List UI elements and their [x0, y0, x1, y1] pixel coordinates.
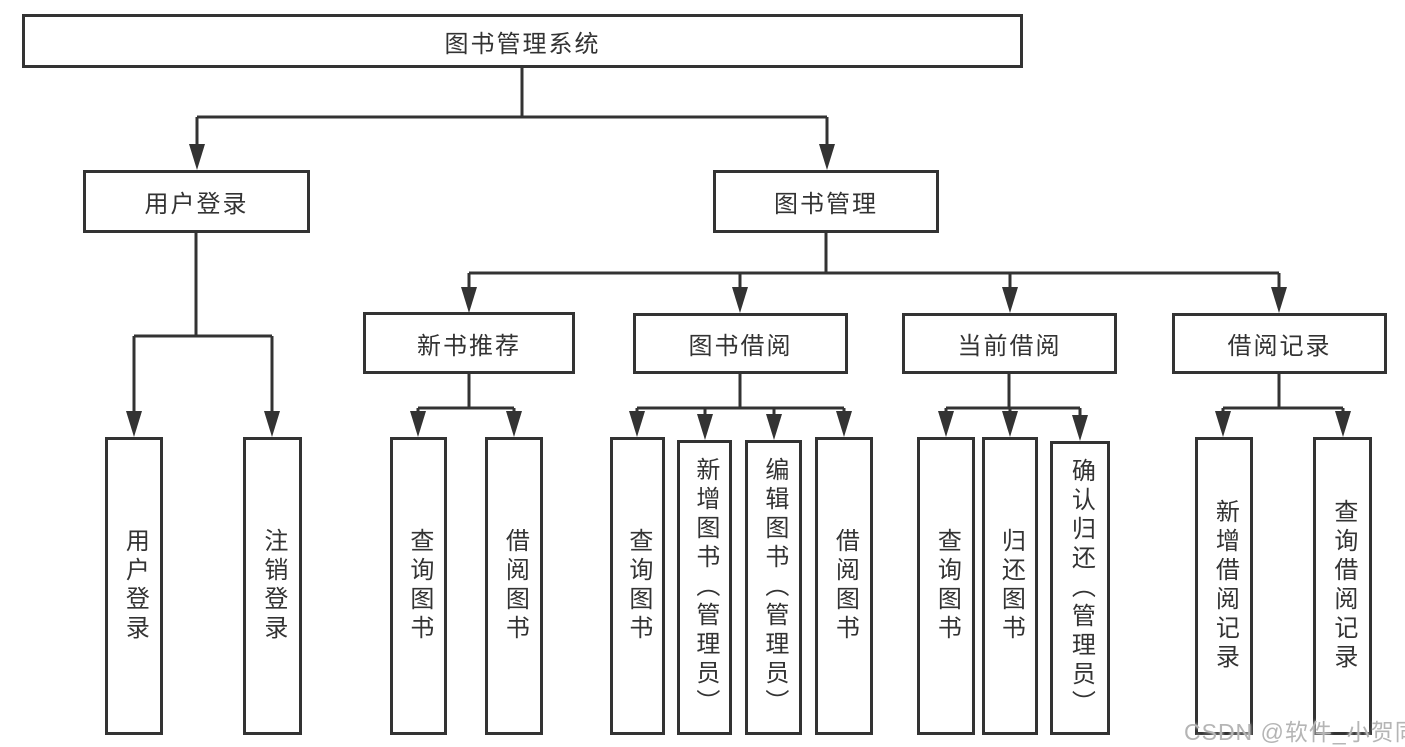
node-label: 用户登录: [144, 191, 249, 218]
node-label: 图书管理系统: [444, 30, 601, 58]
leaf-borrow-query-books: 查询图书: [610, 437, 665, 735]
node-label: 图书管理: [774, 191, 878, 218]
node-current-borrow: 当前借阅: [902, 313, 1117, 374]
node-book-management-group: 图书管理: [713, 170, 939, 233]
leaf-label: 确认归还（管理员）: [1067, 457, 1095, 719]
leaf-records-add-borrow-record: 新增借阅记录: [1195, 437, 1253, 735]
leaf-current-return-books: 归还图书: [982, 437, 1038, 735]
csdn-watermark: CSDN @软件_小贺同学: [1184, 719, 1405, 745]
node-book-borrow: 图书借阅: [633, 313, 848, 374]
leaf-recommend-borrow-books: 借阅图书: [485, 437, 543, 735]
leaf-label: 注销登录: [259, 528, 287, 644]
leaf-label: 借阅图书: [831, 528, 859, 644]
leaf-label: 新增图书（管理员）: [691, 457, 719, 718]
leaf-current-query-books: 查询图书: [917, 437, 975, 735]
leaf-user-login: 用户登录: [105, 437, 163, 735]
node-label: 借阅记录: [1227, 333, 1332, 360]
leaf-current-confirm-return-admin: 确认归还（管理员）: [1050, 441, 1110, 735]
leaf-label: 归还图书: [997, 528, 1025, 644]
leaf-borrow-add-books-admin: 新增图书（管理员）: [677, 440, 732, 735]
leaf-label: 查询图书: [405, 528, 433, 644]
node-root-system: 图书管理系统: [22, 14, 1023, 68]
node-borrow-records: 借阅记录: [1172, 313, 1387, 374]
leaf-label: 编辑图书（管理员）: [760, 457, 788, 718]
leaf-label: 查询图书: [624, 528, 652, 644]
leaf-label: 查询借阅记录: [1329, 499, 1357, 673]
leaf-label: 新增借阅记录: [1211, 499, 1239, 673]
leaf-label: 用户登录: [121, 528, 149, 644]
node-label: 新书推荐: [417, 332, 521, 360]
leaf-borrow-edit-books-admin: 编辑图书（管理员）: [745, 440, 802, 735]
node-user-login-group: 用户登录: [83, 170, 310, 233]
node-label: 当前借阅: [957, 333, 1062, 360]
leaf-label: 查询图书: [933, 528, 961, 644]
leaf-logout: 注销登录: [243, 437, 302, 735]
node-label: 图书借阅: [688, 333, 793, 360]
node-new-book-recommend: 新书推荐: [363, 312, 575, 374]
leaf-label: 借阅图书: [501, 528, 529, 644]
leaf-recommend-query-books: 查询图书: [390, 437, 447, 735]
leaf-borrow-borrow-books: 借阅图书: [815, 437, 873, 735]
leaf-records-query-borrow-record: 查询借阅记录: [1313, 437, 1372, 735]
